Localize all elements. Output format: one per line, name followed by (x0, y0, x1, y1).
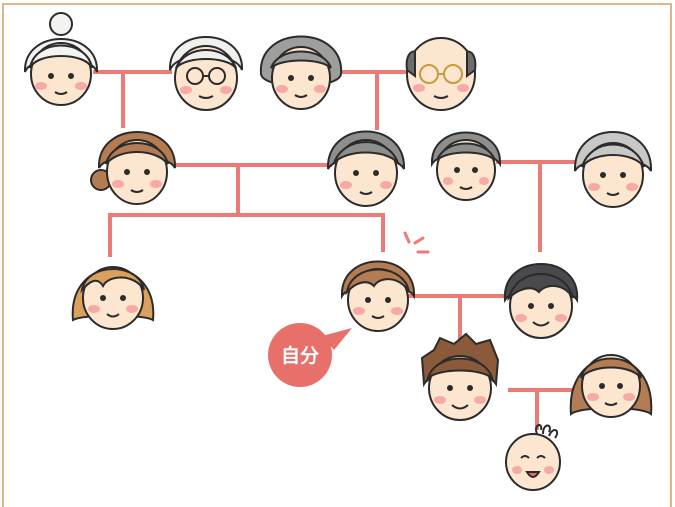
person-father-in-law (430, 131, 502, 201)
line-parents (108, 163, 385, 257)
connector-lines (93, 70, 582, 430)
person-grandmother-paternal (23, 12, 99, 106)
person-grandchild-baby (505, 424, 561, 491)
person-child (420, 332, 500, 421)
person-father (326, 130, 406, 207)
person-mother-in-law (573, 131, 653, 208)
line-in-laws (496, 160, 580, 252)
diagram-frame (2, 3, 672, 507)
self-badge: 自分 (268, 323, 352, 387)
self-label: 自分 (281, 344, 319, 367)
person-mother (90, 131, 177, 205)
person-grandmother-maternal (259, 35, 343, 110)
person-sibling (71, 266, 155, 330)
attention-marks (403, 231, 430, 254)
person-self (340, 260, 416, 332)
line-self-spouse (408, 294, 507, 348)
person-grandfather-maternal (405, 37, 477, 111)
person-grandfather-paternal (168, 36, 244, 111)
person-child-spouse (569, 354, 653, 418)
line-child-spouse (508, 388, 582, 430)
line-maternal-grandparents (338, 70, 412, 130)
person-spouse (503, 263, 579, 339)
line-paternal-grandparents (93, 70, 172, 128)
